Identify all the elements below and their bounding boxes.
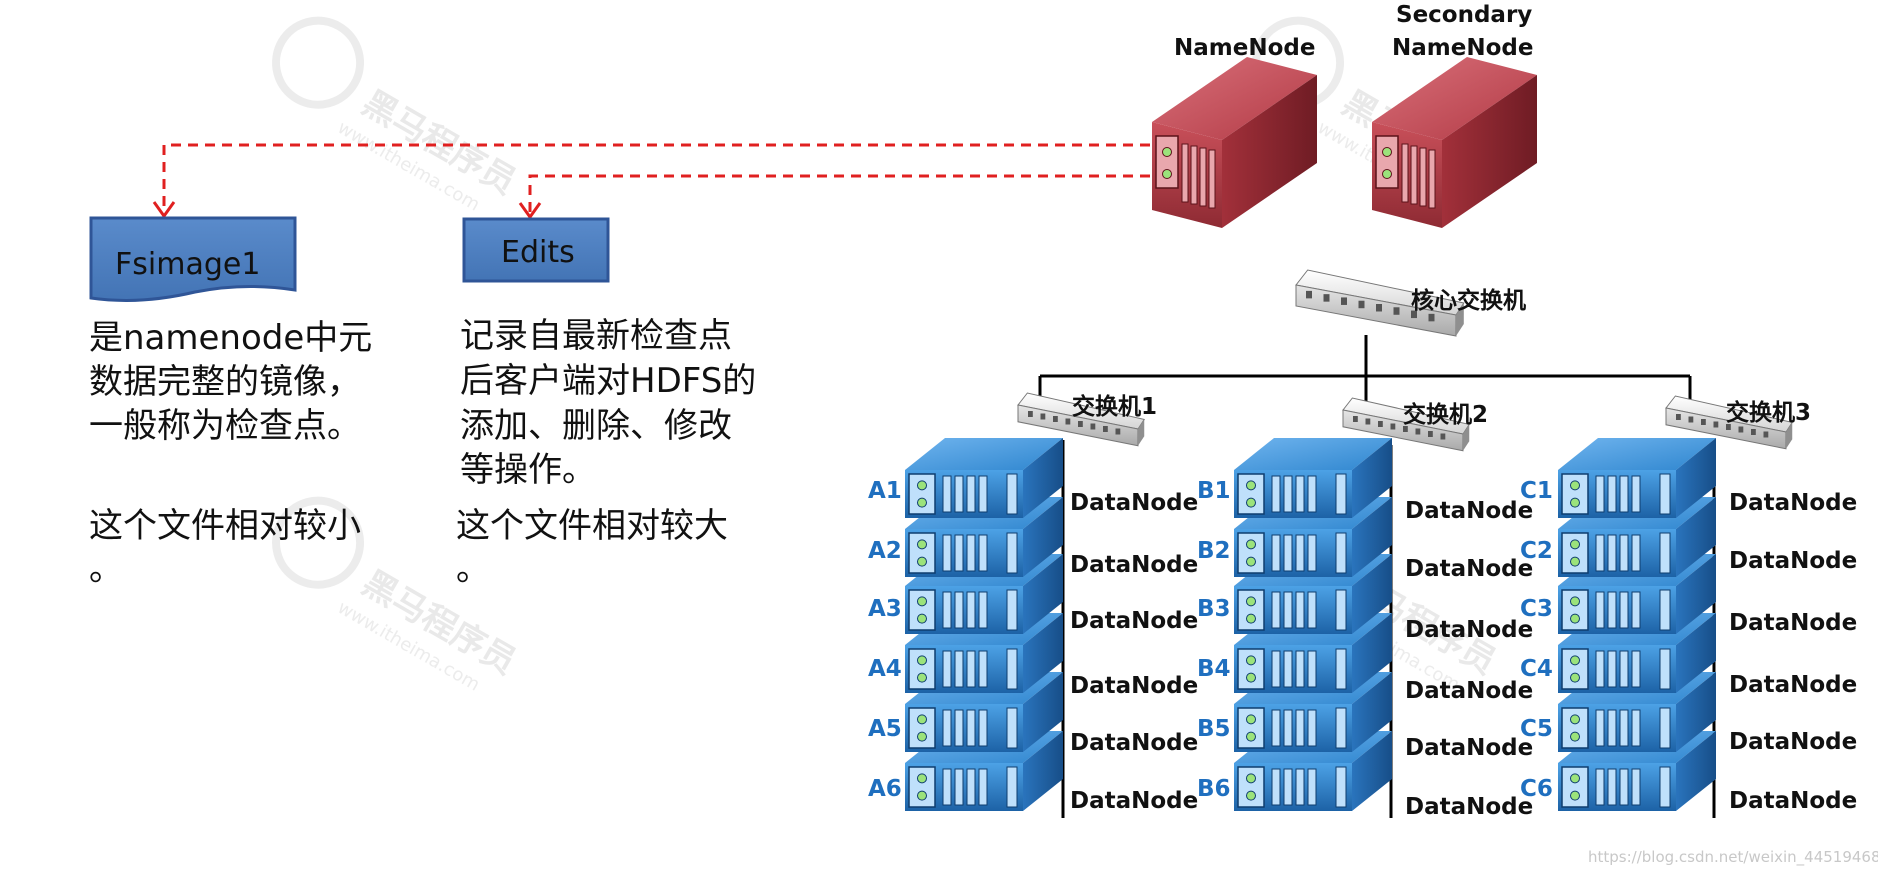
datanode-label: DataNode: [1405, 794, 1533, 820]
datanode-label: DataNode: [1405, 617, 1533, 643]
datanode-label: DataNode: [1729, 672, 1857, 698]
datanode-label: DataNode: [1070, 730, 1198, 756]
svg-text:。: 。: [456, 549, 490, 589]
fsimage-dashed-arrow: [152, 143, 1150, 219]
datanode-label: DataNode: [1405, 498, 1533, 524]
switch-3-icon: [1665, 395, 1794, 450]
switch-1-icon: [1017, 392, 1146, 447]
rack-node-id: C2: [1520, 538, 1553, 564]
datanode-label: DataNode: [1729, 788, 1857, 814]
datanode-label: DataNode: [1729, 610, 1857, 636]
rack-node-id: A1: [868, 478, 902, 504]
datanode-label: DataNode: [1070, 608, 1198, 634]
datanode-label: DataNode: [1405, 678, 1533, 704]
svg-text:等操作。: 等操作。: [460, 450, 596, 490]
watermark-1: 黑马程序员 www.itheima.com: [272, 16, 523, 216]
svg-text:这个文件相对较大: 这个文件相对较大: [456, 506, 728, 546]
secondary-namenode-server-icon: [1372, 57, 1537, 228]
secondary-namenode-title-line2: NameNode: [1392, 35, 1533, 61]
svg-text:。: 。: [89, 549, 123, 589]
svg-text:是namenode中元: 是namenode中元: [89, 318, 372, 358]
rack-node-id: C1: [1520, 478, 1553, 504]
datanode-label: DataNode: [1070, 788, 1198, 814]
datanode-server-icon: [905, 613, 1063, 693]
datanode-server-icon: [1558, 497, 1716, 577]
rack-node-id: B5: [1197, 716, 1231, 742]
fsimage-description: 是namenode中元 数据完整的镜像， 一般称为检查点。 这个文件相对较小 。: [89, 318, 372, 589]
fsimage-label: Fsimage1: [115, 247, 260, 282]
svg-text:后客户端对HDFS的: 后客户端对HDFS的: [460, 361, 756, 401]
rack-node-id: A3: [868, 596, 902, 622]
edits-description: 记录自最新检查点 后客户端对HDFS的 添加、删除、修改 等操作。 这个文件相对…: [456, 316, 756, 589]
rack-node-id: B3: [1197, 596, 1231, 622]
datanode-label: DataNode: [1729, 548, 1857, 574]
datanode-server-icon: [905, 438, 1063, 518]
datanode-server-icon: [1234, 438, 1392, 518]
rack-node-id: A6: [868, 776, 902, 802]
switch-1-label: 交换机1: [1072, 393, 1157, 420]
rack-node-id: C4: [1520, 656, 1553, 682]
edits-dashed-arrow: [518, 174, 1150, 220]
datanode-label: DataNode: [1729, 490, 1857, 516]
secondary-namenode-title-line1: Secondary: [1396, 2, 1532, 28]
rack-node-id: C3: [1520, 596, 1553, 622]
edits-label: Edits: [501, 235, 575, 270]
switch-3-label: 交换机3: [1726, 399, 1811, 426]
datanode-server-icon: [1558, 731, 1716, 811]
switch-2-icon: [1342, 397, 1471, 452]
datanode-label: DataNode: [1405, 735, 1533, 761]
rack-node-id: A5: [868, 716, 902, 742]
namenode-server-icon: [1152, 57, 1317, 228]
rack-node-id: A2: [868, 538, 902, 564]
svg-text:一般称为检查点。: 一般称为检查点。: [89, 406, 361, 446]
namenode-title: NameNode: [1174, 35, 1315, 61]
svg-text:添加、删除、修改: 添加、删除、修改: [460, 406, 732, 446]
rack-node-id: B4: [1197, 656, 1231, 682]
source-credit: https://blog.csdn.net/weixin_44519468: [1588, 848, 1878, 867]
datanode-label: DataNode: [1070, 490, 1198, 516]
svg-text:数据完整的镜像，: 数据完整的镜像，: [89, 362, 361, 402]
rack-node-id: B6: [1197, 776, 1231, 802]
rack-node-id: B2: [1197, 538, 1231, 564]
rack-node-id: B1: [1197, 478, 1231, 504]
core-switch-label: 核心交换机: [1411, 287, 1526, 314]
datanode-label: DataNode: [1405, 556, 1533, 582]
fsimage-box: Fsimage1: [89, 216, 297, 302]
rack-node-id: C5: [1520, 716, 1553, 742]
rack-node-id: A4: [868, 656, 902, 682]
datanode-server-icon: [1558, 438, 1716, 518]
datanode-label: DataNode: [1070, 552, 1198, 578]
datanode-label: DataNode: [1070, 673, 1198, 699]
edits-box: Edits: [462, 217, 610, 283]
rack-2: B1DataNodeB2DataNodeB3DataNodeB4DataNode…: [1197, 438, 1533, 820]
rack-node-id: C6: [1520, 776, 1553, 802]
svg-text:这个文件相对较小: 这个文件相对较小: [89, 506, 361, 546]
switch-2-label: 交换机2: [1403, 401, 1488, 428]
datanode-label: DataNode: [1729, 729, 1857, 755]
core-switch-icon: [1295, 269, 1465, 337]
svg-text:记录自最新检查点: 记录自最新检查点: [460, 316, 732, 356]
datanode-server-icon: [1234, 672, 1392, 752]
